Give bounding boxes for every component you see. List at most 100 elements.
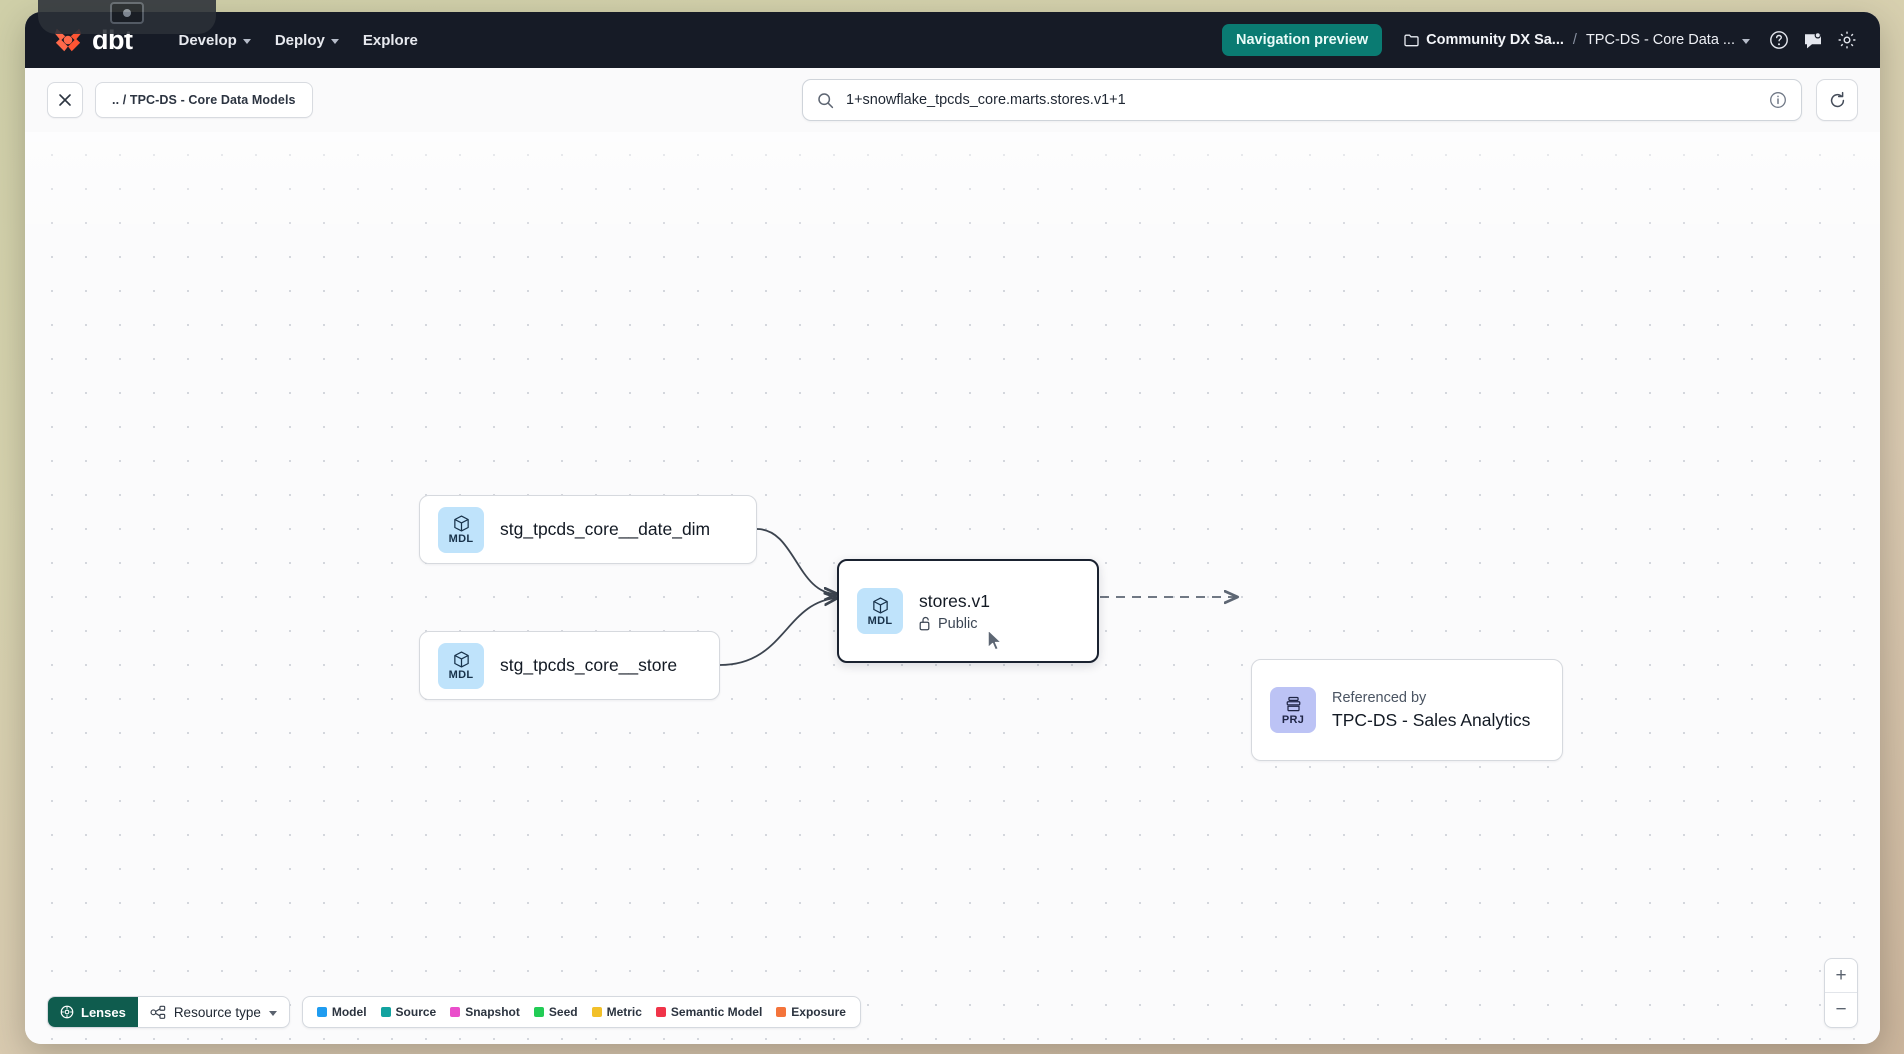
legend-swatch-source — [380, 1007, 391, 1017]
node-access-level: Public — [919, 616, 990, 632]
chevron-down-icon — [242, 38, 251, 44]
node-title: stg_tpcds_core__store — [500, 655, 678, 675]
resource-type-dropdown[interactable]: Resource type — [138, 997, 289, 1027]
node-badge-mdl: MDL — [438, 506, 484, 553]
node-body: Referenced by TPC-DS - Sales Analytics — [1332, 690, 1530, 731]
legend-item-seed: Seed — [533, 1005, 578, 1019]
nav-item-develop-label: Develop — [178, 31, 237, 49]
webcam-notch — [38, 0, 216, 34]
unlock-icon — [919, 616, 930, 631]
nav-item-explore-label: Explore — [362, 31, 418, 49]
legend-swatch-model — [316, 1007, 327, 1017]
graph-node-stg-store[interactable]: MDL stg_tpcds_core__store — [419, 631, 720, 700]
graph-node-referenced-by-project[interactable]: PRJ Referenced by TPC-DS - Sales Analyti… — [1251, 659, 1563, 761]
node-title: stores.v1 — [919, 590, 990, 611]
resource-type-label: Resource type — [173, 1004, 261, 1020]
help-circle-icon[interactable] — [1764, 25, 1794, 55]
lineage-bottom-bar: Lenses Resource type Model — [47, 996, 861, 1028]
chat-feedback-glyph — [1805, 31, 1822, 48]
legend-label-snapshot: Snapshot — [465, 1005, 520, 1019]
gear-glyph — [1838, 31, 1856, 49]
legend-swatch-metric — [591, 1007, 602, 1017]
graph-node-stores-v1[interactable]: MDL stores.v1 Public — [837, 559, 1099, 663]
node-title: TPC-DS - Sales Analytics — [1332, 709, 1531, 730]
project-stack-icon — [1286, 696, 1300, 711]
app-window: dbt Develop Deploy Explore Navigation pr… — [25, 12, 1880, 1044]
node-badge-mdl: MDL — [438, 642, 484, 689]
lineage-breadcrumb-chip[interactable]: .. / TPC-DS - Core Data Models — [95, 82, 313, 118]
lenses-button[interactable]: Lenses — [48, 997, 138, 1027]
legend-label-exposure: Exposure — [791, 1005, 846, 1019]
node-badge-label: MDL — [448, 669, 474, 681]
navigation-preview-button[interactable]: Navigation preview — [1221, 24, 1383, 56]
legend-swatch-snapshot — [450, 1007, 461, 1017]
edge-solid — [719, 598, 837, 666]
search-icon — [818, 92, 834, 108]
legend-item-exposure: Exposure — [776, 1005, 846, 1019]
legend-item-model: Model — [316, 1005, 367, 1019]
node-badge-label: MDL — [867, 614, 893, 627]
gear-icon[interactable] — [1832, 25, 1862, 55]
legend-item-semantic-model: Semantic Model — [655, 1005, 763, 1019]
lenses-group: Lenses Resource type — [47, 996, 290, 1028]
graph-node-stg-date-dim[interactable]: MDL stg_tpcds_core__date_dim — [419, 495, 757, 564]
legend-swatch-semantic-model — [655, 1007, 666, 1017]
legend-item-snapshot: Snapshot — [450, 1005, 520, 1019]
refresh-button[interactable] — [1816, 79, 1858, 121]
resource-type-legend: Model Source Snapshot Seed Metric — [301, 996, 861, 1028]
chevron-down-icon — [1742, 38, 1750, 44]
refresh-icon — [1830, 91, 1844, 107]
legend-swatch-exposure — [776, 1007, 787, 1017]
nav-item-deploy-label: Deploy — [274, 31, 325, 49]
lineage-canvas[interactable]: MDL stg_tpcds_core__date_dim MDL stg_tpc… — [25, 132, 1880, 1044]
close-button[interactable] — [47, 82, 83, 118]
chevron-down-icon — [330, 38, 339, 44]
edge-solid — [756, 528, 837, 594]
node-badge-label: PRJ — [1281, 713, 1305, 726]
search-input[interactable] — [846, 92, 1757, 108]
help-circle-glyph — [1770, 31, 1788, 49]
nav-item-deploy[interactable]: Deploy — [263, 26, 351, 55]
node-body: stg_tpcds_core__store — [500, 655, 677, 676]
info-circle-icon[interactable] — [1769, 91, 1787, 109]
lens-icon — [60, 1005, 74, 1019]
node-access-label: Public — [938, 615, 978, 632]
chevron-down-icon — [268, 1010, 277, 1016]
camera-icon — [110, 2, 144, 24]
legend-label-semantic-model: Semantic Model — [670, 1005, 763, 1019]
breadcrumb-project-label: TPC-DS - Core Data ... — [1585, 32, 1735, 48]
legend-label-metric: Metric — [606, 1005, 642, 1019]
nav-item-develop[interactable]: Develop — [166, 26, 262, 55]
node-pretitle: Referenced by — [1332, 689, 1427, 706]
node-title: stg_tpcds_core__date_dim — [500, 519, 711, 539]
nav-item-explore[interactable]: Explore — [351, 26, 430, 55]
lenses-label: Lenses — [81, 1004, 126, 1020]
cube-icon — [453, 515, 469, 532]
zoom-in-button[interactable]: + — [1825, 959, 1857, 993]
legend-label-source: Source — [395, 1005, 437, 1019]
node-badge-prj: PRJ — [1270, 687, 1316, 733]
legend-label-seed: Seed — [548, 1005, 578, 1019]
top-navigation-bar: dbt Develop Deploy Explore Navigation pr… — [25, 12, 1880, 68]
node-badge-label: MDL — [448, 533, 474, 545]
node-body: stores.v1 Public — [919, 591, 990, 632]
close-icon — [59, 94, 71, 106]
lineage-search-bar[interactable] — [802, 79, 1802, 121]
node-badge-mdl: MDL — [857, 588, 903, 634]
breadcrumb-separator: / — [1572, 32, 1577, 48]
zoom-out-button[interactable]: − — [1835, 999, 1847, 1020]
legend-item-metric: Metric — [591, 1005, 642, 1019]
breadcrumb-project[interactable]: TPC-DS - Core Data ... — [1586, 32, 1750, 48]
nodes-icon — [150, 1005, 166, 1019]
zoom-controls: + − — [1824, 958, 1858, 1028]
lineage-toolbar: .. / TPC-DS - Core Data Models — [25, 68, 1880, 132]
breadcrumb: Community DX Sa... / TPC-DS - Core Data … — [1404, 32, 1750, 48]
cube-icon — [872, 596, 888, 614]
cube-icon — [453, 651, 469, 668]
folder-icon — [1404, 34, 1419, 46]
breadcrumb-account[interactable]: Community DX Sa... — [1404, 32, 1564, 48]
node-body: stg_tpcds_core__date_dim — [500, 519, 710, 540]
legend-label-model: Model — [331, 1005, 367, 1019]
breadcrumb-account-label: Community DX Sa... — [1426, 32, 1564, 48]
chat-feedback-icon[interactable] — [1798, 25, 1828, 55]
